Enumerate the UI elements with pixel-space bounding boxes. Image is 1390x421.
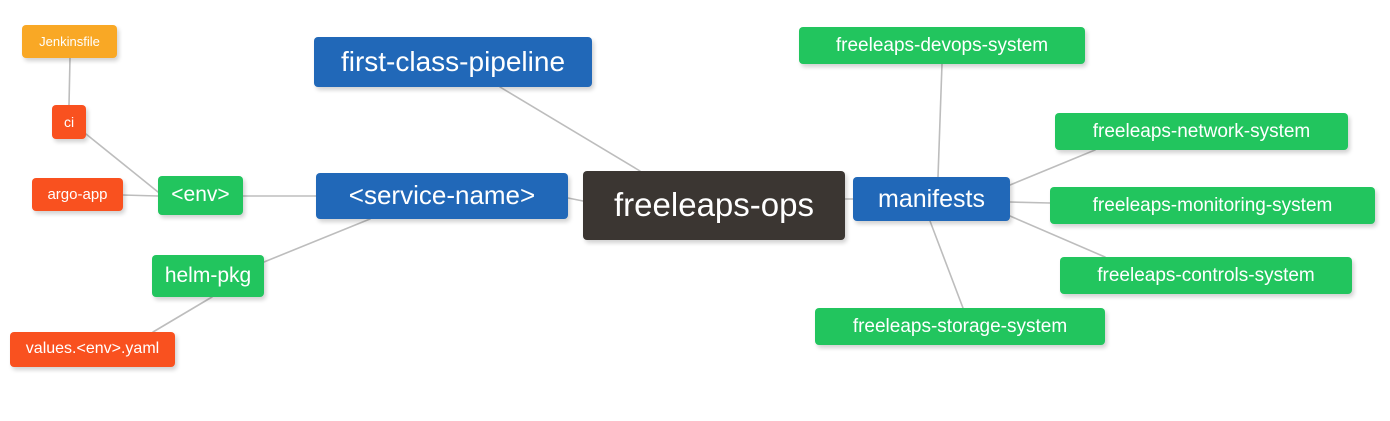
node-first-class-pipeline[interactable]: first-class-pipeline [314,37,592,87]
node-label-freeleaps-ops: freeleaps-ops [614,186,814,224]
node-values-env-yaml[interactable]: values.<env>.yaml [10,332,175,367]
node-freeleaps-monitoring-system[interactable]: freeleaps-monitoring-system [1050,187,1375,224]
edge-jenkinsfile-to-ci [68,57,71,106]
edge-service-name-to-freeleaps-ops [567,197,584,202]
node-manifests[interactable]: manifests [853,177,1010,221]
node-label-manifests: manifests [878,184,985,213]
node-ci[interactable]: ci [52,105,86,139]
node-label-freeleaps-monitoring-system: freeleaps-monitoring-system [1092,194,1333,216]
edge-manifests-to-freeleaps-network-system [1009,149,1096,186]
node-label-service-name: <service-name> [348,180,536,211]
node-jenkinsfile[interactable]: Jenkinsfile [22,25,117,58]
edge-manifests-to-freeleaps-storage-system [929,220,964,309]
node-freeleaps-ops[interactable]: freeleaps-ops [583,171,845,240]
node-freeleaps-devops-system[interactable]: freeleaps-devops-system [799,27,1085,64]
edge-helm-pkg-to-service-name [263,218,371,263]
node-label-first-class-pipeline: first-class-pipeline [340,46,566,78]
node-label-freeleaps-network-system: freeleaps-network-system [1092,120,1311,142]
node-service-name[interactable]: <service-name> [316,173,568,219]
node-argo-app[interactable]: argo-app [32,178,123,211]
node-label-env: <env> [171,183,230,207]
edge-values-env-yaml-to-helm-pkg [152,296,213,333]
node-label-jenkinsfile: Jenkinsfile [39,33,100,49]
node-freeleaps-controls-system[interactable]: freeleaps-controls-system [1060,257,1352,294]
node-freeleaps-storage-system[interactable]: freeleaps-storage-system [815,308,1105,345]
node-freeleaps-network-system[interactable]: freeleaps-network-system [1055,113,1348,150]
node-label-helm-pkg: helm-pkg [164,263,252,287]
edge-manifests-to-freeleaps-devops-system [937,63,943,178]
node-helm-pkg[interactable]: helm-pkg [152,255,264,297]
node-label-argo-app: argo-app [47,185,108,203]
node-label-freeleaps-storage-system: freeleaps-storage-system [852,315,1068,337]
node-label-ci: ci [63,113,75,130]
edge-manifests-to-freeleaps-monitoring-system [1009,201,1051,204]
node-label-values-env-yaml: values.<env>.yaml [25,340,160,358]
node-env[interactable]: <env> [158,176,243,215]
node-label-freeleaps-devops-system: freeleaps-devops-system [835,34,1049,56]
edge-first-class-pipeline-to-freeleaps-ops [499,86,641,172]
edge-argo-app-to-env [122,194,159,197]
node-label-freeleaps-controls-system: freeleaps-controls-system [1097,264,1315,286]
